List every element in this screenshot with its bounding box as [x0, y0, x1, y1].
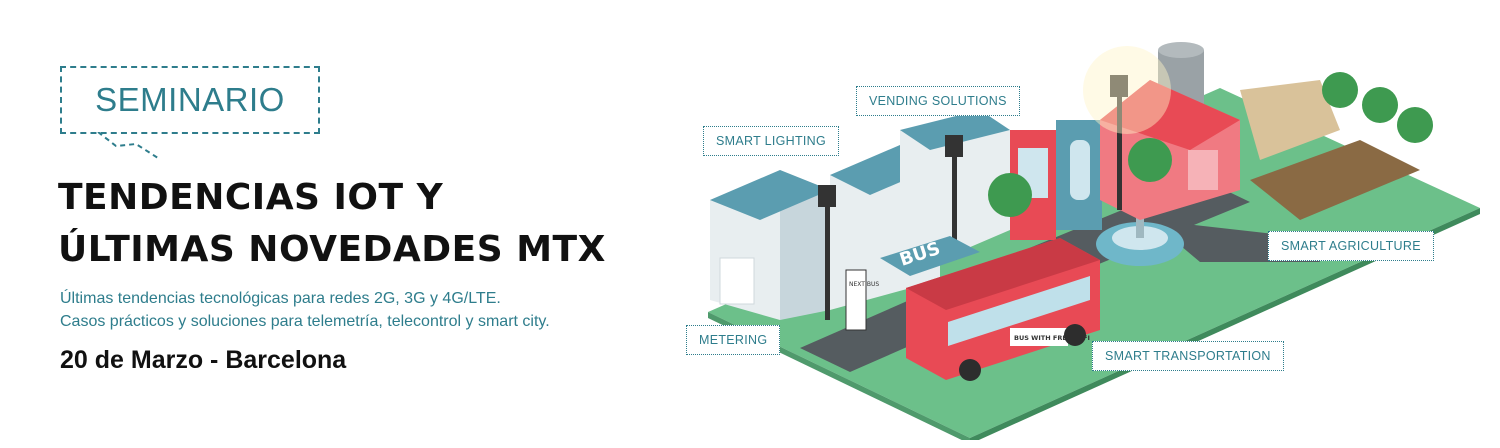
metering-panel: [719, 257, 755, 305]
bus-stop-roof: [880, 236, 980, 276]
subtitle-line-1: Últimas tendencias tecnológicas para red…: [60, 290, 501, 307]
streetlight-3-lamp: [1110, 75, 1128, 97]
silo-top: [1158, 42, 1204, 58]
building-1-side: [780, 170, 830, 320]
tree-2: [1362, 87, 1398, 123]
barn-roof: [1100, 80, 1240, 150]
streetlight-3-pole: [1117, 90, 1122, 210]
subtitle-line-2: Casos prácticos y soluciones para teleme…: [60, 313, 550, 330]
streetlight-1-pole: [825, 200, 830, 320]
smart-city-illustration: BUS NEXT BUS BUS WITH FREE WIFI: [708, 42, 1480, 440]
bus-roof: [906, 238, 1100, 310]
bus-wheel-back: [1064, 324, 1086, 346]
speech-bubble-tail: [97, 132, 159, 159]
callout-lighting: SMART LIGHTING: [703, 126, 840, 156]
tree-1: [1322, 72, 1358, 108]
subtitle: Últimas tendencias tecnológicas para red…: [60, 287, 550, 333]
callout-vending: VENDING SOLUTIONS: [856, 86, 1020, 116]
tree-5: [1128, 138, 1172, 182]
tree-4: [988, 173, 1032, 217]
next-bus-sign: NEXT BUS: [849, 281, 879, 288]
building-3-roof: [900, 110, 1010, 150]
tree-3: [1397, 107, 1433, 143]
lamp-glow: [1083, 46, 1171, 134]
barn-door: [1188, 150, 1218, 190]
callout-agriculture: SMART AGRICULTURE: [1268, 231, 1434, 261]
bus-wifi-sign: BUS WITH FREE WIFI: [1014, 334, 1090, 342]
bus-wifi-panel: [1010, 328, 1068, 346]
bottle-icon: [1070, 140, 1090, 200]
title-line-2: ÚLTIMAS NOVEDADES MTX: [58, 229, 606, 270]
building-1-roof: [710, 170, 830, 220]
callout-metering: METERING: [686, 325, 781, 355]
title-line-1: TENDENCIAS IOT Y: [58, 177, 444, 218]
streetlight-2-lamp: [945, 135, 963, 157]
callout-transportation: SMART TRANSPORTATION: [1092, 341, 1284, 371]
bus-wheel-front: [959, 359, 981, 381]
sheep-pen: [1240, 80, 1340, 160]
next-bus-panel: [845, 269, 867, 331]
seminar-badge-label: SEMINARIO: [95, 81, 285, 118]
streetlight-2-pole: [952, 150, 957, 260]
crop-field: [1250, 140, 1420, 220]
bus-windows: [948, 276, 1090, 346]
seminar-badge: SEMINARIO: [60, 66, 320, 134]
platform-edge-right: [970, 208, 1480, 440]
page-title: TENDENCIAS IOT Y ÚLTIMAS NOVEDADES MTX: [58, 172, 606, 276]
streetlight-1-lamp: [818, 185, 836, 207]
event-date-location: 20 de Marzo - Barcelona: [60, 346, 347, 374]
